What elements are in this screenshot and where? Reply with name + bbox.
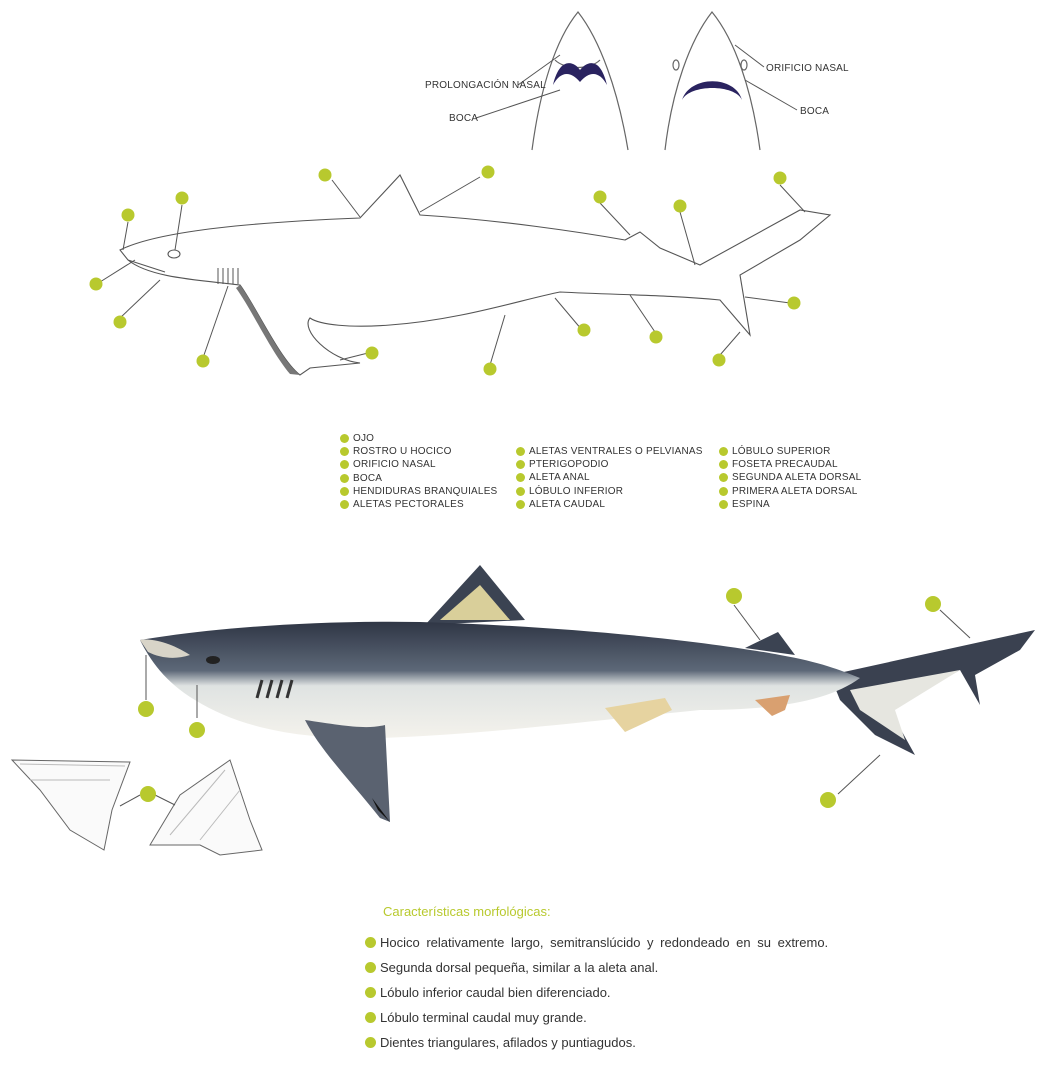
legend-item: PTERIGOPODIO [516, 458, 703, 471]
legend-badge [719, 487, 728, 496]
legend-item: LÓBULO INFERIOR [516, 485, 703, 498]
legend-badge [340, 460, 349, 469]
label-orificio-nasal: ORIFICIO NASAL [766, 63, 849, 74]
legend-badge [719, 500, 728, 509]
legend-item: BOCA [340, 472, 497, 485]
legend-item: ALETA CAUDAL [516, 498, 703, 511]
tooth-left [12, 760, 130, 850]
legend-badge [340, 447, 349, 456]
characteristic-item: Dientes triangulares, afilados y puntiag… [365, 1030, 828, 1055]
tooth-right [150, 760, 262, 855]
legend-item: PRIMERA ALETA DORSAL [719, 485, 861, 498]
legend-item: LÓBULO SUPERIOR [719, 445, 861, 458]
legend-badge [340, 434, 349, 443]
legend-item: ESPINA [719, 498, 861, 511]
label-prolongacion-nasal: PROLONGACIÓN NASAL [425, 80, 546, 91]
legend-badge [516, 500, 525, 509]
legend-badge [719, 447, 728, 456]
legend-column-3: LÓBULO SUPERIOR FOSETA PRECAUDAL SEGUNDA… [719, 445, 861, 511]
shark-body [140, 622, 860, 738]
characteristics-section: Características morfológicas: Hocico rel… [383, 904, 828, 1055]
legend-item: ALETAS PECTORALES [340, 498, 497, 511]
characteristic-item: Hocico relativamente largo, semitranslúc… [365, 930, 828, 955]
legend-item: ORIFICIO NASAL [340, 458, 497, 471]
legend-badge [516, 487, 525, 496]
number-badge-icon [365, 1012, 376, 1023]
legend-badge [719, 473, 728, 482]
characteristic-item: Lóbulo terminal caudal muy grande. [365, 1005, 828, 1030]
mouth-ventral [553, 63, 607, 85]
characteristic-item: Lóbulo inferior caudal bien diferenciado… [365, 980, 828, 1005]
shark-outline-diagram [0, 160, 1051, 420]
outline-body [120, 175, 830, 375]
number-badge-icon [365, 937, 376, 948]
legend-badge [516, 473, 525, 482]
legend-badge [340, 500, 349, 509]
legend-item: FOSETA PRECAUDAL [719, 458, 861, 471]
legend-item: OJO [340, 432, 497, 445]
teeth-illustration [0, 750, 280, 870]
legend-badge [516, 447, 525, 456]
pectoral-fin-shading [236, 285, 300, 375]
label-boca-right: BOCA [800, 106, 829, 117]
number-badge-icon [365, 987, 376, 998]
number-badge-icon [365, 1037, 376, 1048]
legend-item: HENDIDURAS BRANQUIALES [340, 485, 497, 498]
legend-column-2: ALETAS VENTRALES O PELVIANAS PTERIGOPODI… [516, 445, 703, 511]
mouth-dorsal [682, 81, 742, 100]
legend-item: ALETAS VENTRALES O PELVIANAS [516, 445, 703, 458]
characteristics-title: Características morfológicas: [383, 904, 828, 919]
legend-item: ROSTRO U HOCICO [340, 445, 497, 458]
number-badge-icon [365, 962, 376, 973]
label-boca-left: BOCA [449, 113, 478, 124]
characteristic-item: Segunda dorsal pequeña, similar a la ale… [365, 955, 828, 980]
legend-item: ALETA ANAL [516, 471, 703, 484]
legend-column-1: OJO ROSTRO U HOCICO ORIFICIO NASAL BOCA … [340, 432, 497, 511]
legend-item: SEGUNDA ALETA DORSAL [719, 471, 861, 484]
shark-eye [206, 656, 220, 664]
legend-badge [340, 487, 349, 496]
legend-badge [516, 460, 525, 469]
legend-badge [340, 474, 349, 483]
legend-badge [719, 460, 728, 469]
